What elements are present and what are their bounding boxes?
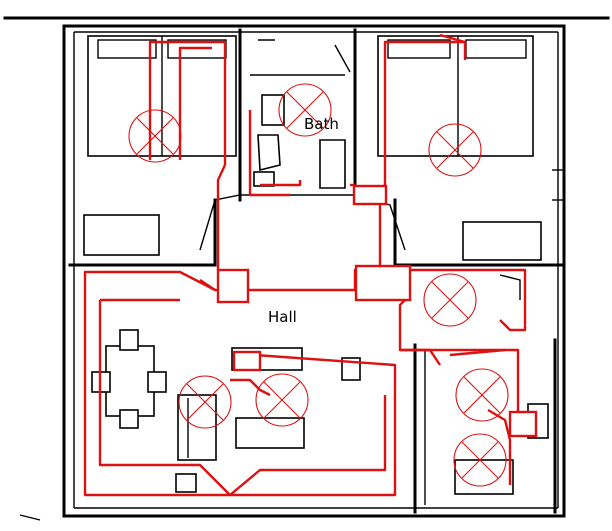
junction-box-icon bbox=[232, 350, 262, 372]
bedroom-left-desk bbox=[83, 214, 160, 256]
wiring bbox=[83, 33, 538, 497]
bedroom-left-bed bbox=[87, 35, 237, 157]
hall-sofa bbox=[177, 394, 217, 461]
small-room-bed bbox=[454, 459, 514, 495]
room-label-hall: Hall bbox=[268, 308, 297, 326]
light-fixture-icon bbox=[128, 109, 182, 163]
light-fixture-icon bbox=[278, 83, 332, 137]
bedroom-right-bed bbox=[377, 35, 534, 157]
dining-set bbox=[91, 329, 167, 429]
light-fixture-icon bbox=[453, 433, 507, 487]
light-fixture-icon bbox=[455, 368, 509, 422]
room-label-bath: Bath bbox=[304, 115, 339, 133]
bathroom-fixtures bbox=[253, 39, 351, 189]
light-fixture-icon bbox=[255, 373, 309, 427]
small-room-door bbox=[499, 274, 521, 300]
bedroom-right-desk bbox=[462, 221, 542, 261]
light-fixture-icon bbox=[178, 375, 232, 429]
junction-box-icon bbox=[354, 264, 412, 302]
hall-opening bbox=[199, 194, 406, 251]
hall-side-table bbox=[341, 357, 361, 381]
walls bbox=[3, 16, 610, 521]
light-fixture-icon bbox=[423, 273, 477, 327]
hall-stool bbox=[175, 473, 197, 493]
junction-box-icon bbox=[352, 184, 388, 206]
junction-box-icon bbox=[216, 268, 250, 304]
junction-box-icon bbox=[508, 410, 538, 438]
light-fixture-icon bbox=[428, 123, 482, 177]
